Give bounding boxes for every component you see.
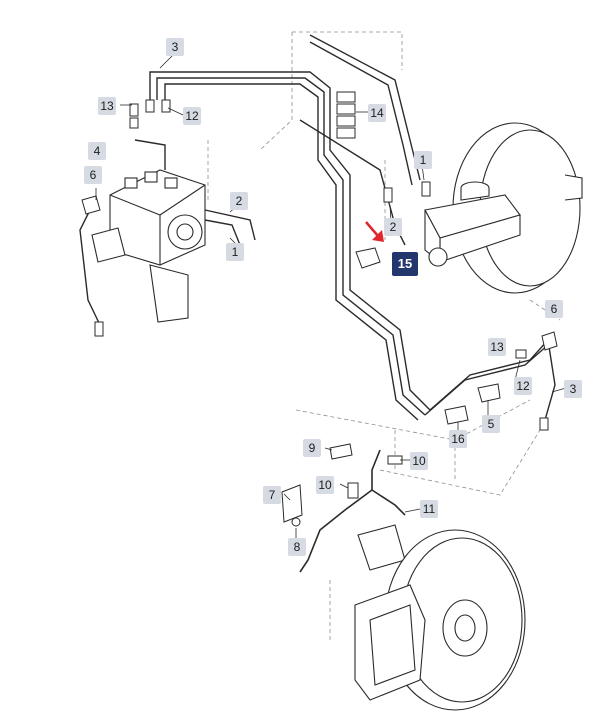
callout-9: 9 (303, 439, 321, 457)
callout-11: 11 (420, 500, 438, 518)
line-fittings (94, 99, 549, 431)
callout-4: 4 (88, 142, 106, 160)
callout-10-lower: 10 (316, 476, 334, 494)
callout-1-abs: 1 (226, 243, 244, 261)
callout-7: 7 (263, 486, 281, 504)
callout-6-left: 6 (84, 166, 102, 184)
brake-booster (452, 122, 583, 294)
master-cylinder (424, 181, 521, 267)
callout-3-top: 3 (166, 38, 184, 56)
abs-control-unit (91, 169, 206, 323)
callout-13-right: 13 (488, 338, 506, 356)
callout-3-right: 3 (564, 380, 582, 398)
brake-hose (299, 449, 406, 573)
callout-12-right: 12 (514, 377, 532, 395)
line-clips (81, 91, 558, 527)
callout-8: 8 (288, 538, 306, 556)
callout-15-highlighted: 15 (392, 252, 418, 276)
callout-5: 5 (482, 415, 500, 433)
callout-1-right: 1 (414, 151, 432, 169)
callout-13-left: 13 (98, 97, 116, 115)
callout-10-upper: 10 (410, 452, 428, 470)
brake-disc-assembly (354, 524, 526, 711)
highlight-arrow (365, 221, 384, 242)
callout-2-right: 2 (384, 218, 402, 236)
callout-14: 14 (368, 104, 386, 122)
callout-12-left: 12 (183, 107, 201, 125)
callout-6-right: 6 (545, 300, 563, 318)
callout-16: 16 (449, 430, 467, 448)
callout-2-abs: 2 (230, 192, 248, 210)
